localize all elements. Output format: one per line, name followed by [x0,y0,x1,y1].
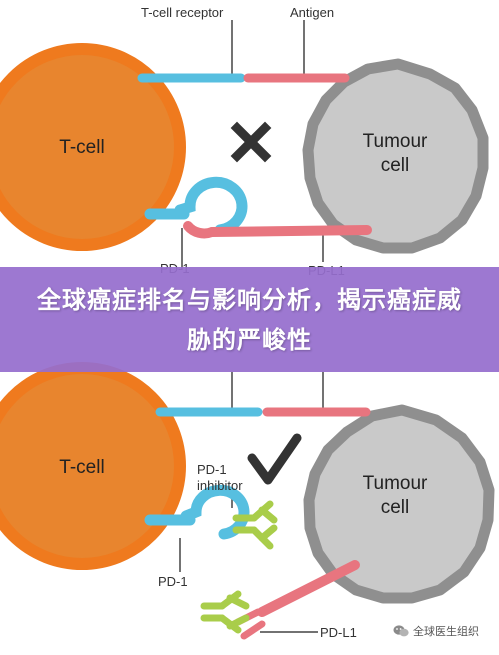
pd-1-inhibitor-antibody [232,500,278,550]
wechat-icon [393,625,409,637]
label-antigen: Antigen [290,5,335,20]
label-t-cell-receptor: T-cell receptor [141,5,224,20]
label-tumour-bottom: Tumour cell [345,472,445,520]
tumour-cell-bottom [303,404,495,604]
t-cell-top [0,43,186,251]
check-icon [247,433,302,485]
label-tumour-top: Tumour cell [345,130,445,178]
pd-l1-bottom [257,560,360,617]
watermark-text: 全球医生组织 [413,625,479,638]
label-tumour-top-line2: cell [380,154,410,176]
title-banner: 全球癌症排名与影响分析，揭示癌症威胁的严峻性 [0,267,499,372]
banner-title: 全球癌症排名与影响分析，揭示癌症威胁的严峻性 [37,285,462,354]
label-pd-1-bottom: PD-1 [158,574,188,589]
label-tumour-bottom-line2: cell [380,496,410,518]
label-pd-1-inhibitor-line2: inhibitor [197,478,243,494]
label-pd-1-inhibitor-line1: PD-1 [197,462,227,477]
label-pd-1-inhibitor: PD-1 inhibitor [197,462,243,495]
label-tumour-top-line1: Tumour [362,131,428,152]
tumour-cell-top [302,58,489,254]
free-pd-1-inhibitor [200,590,250,634]
pd-l1-top [183,221,372,239]
pd-1-receptor-top [144,176,248,236]
label-t-cell-bottom: T-cell [59,457,105,478]
label-pd-l1-bottom: PD-L1 [320,625,357,640]
blocked-x-icon [230,121,272,163]
label-tumour-bottom-line1: Tumour [362,473,428,494]
watermark: 全球医生组织 [393,622,479,640]
label-t-cell-top: T-cell [59,137,105,158]
